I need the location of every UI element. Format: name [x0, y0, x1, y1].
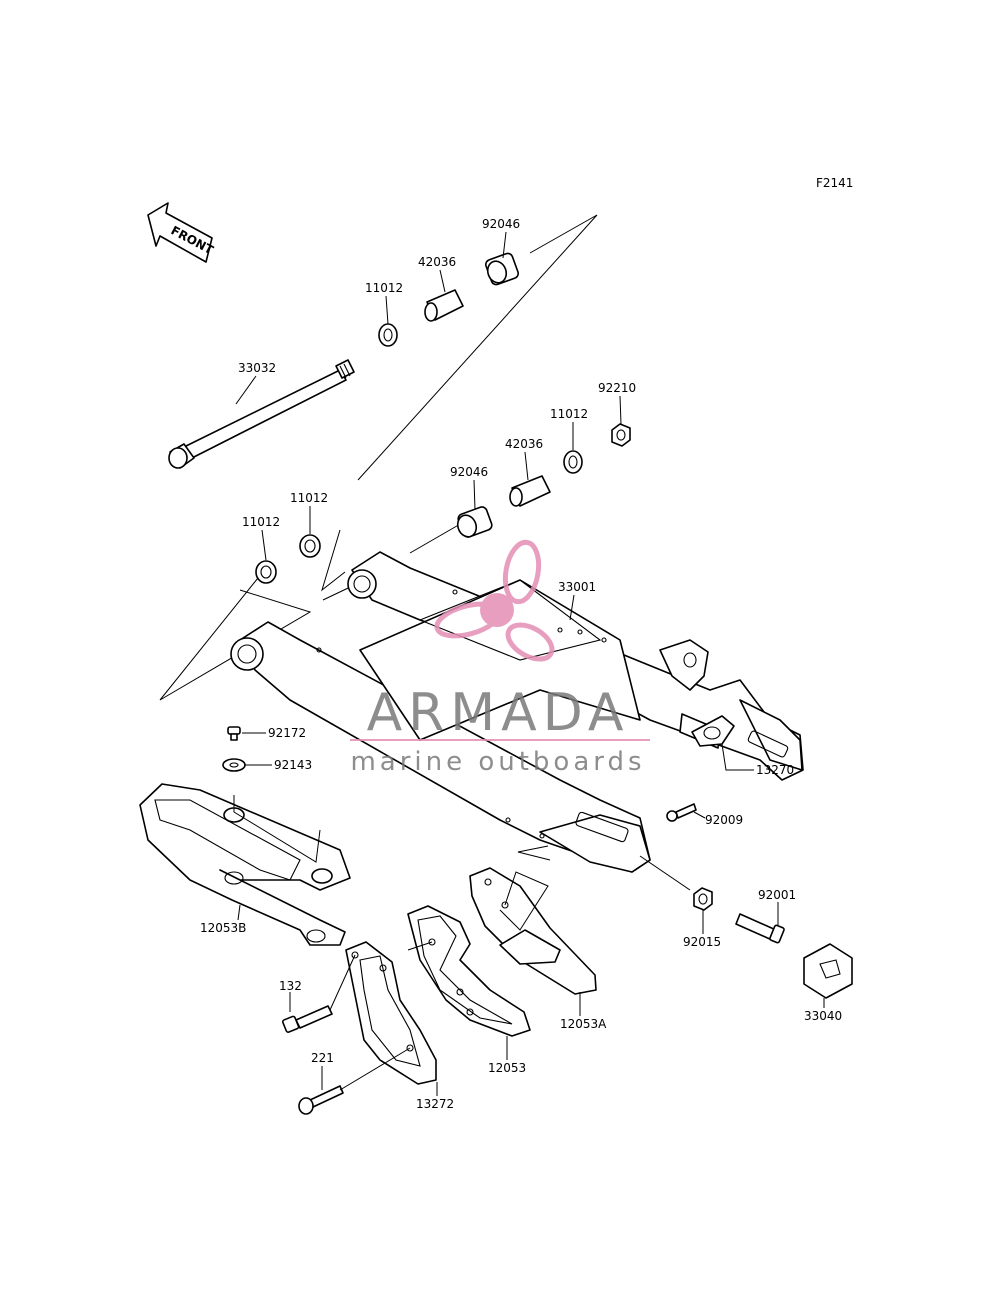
collar-92046-top[interactable] [484, 252, 519, 286]
armada-watermark: ARMADA marine outboards [350, 539, 650, 777]
callout-221[interactable]: 221 [311, 1051, 334, 1065]
seal-11012-mid[interactable] [563, 450, 583, 474]
front-arrow-icon: FRONT [147, 202, 216, 263]
callout-42036-mid[interactable]: 42036 [505, 437, 543, 451]
bolt-132[interactable] [281, 1005, 333, 1033]
callout-11012-left-lower[interactable]: 11012 [242, 515, 280, 529]
seal-11012-top[interactable] [378, 323, 398, 347]
part-callouts: 92046 42036 11012 33032 92210 11012 4203… [200, 217, 842, 1111]
collar-92046-mid[interactable] [455, 506, 493, 540]
nut-92015[interactable] [693, 887, 713, 911]
sleeve-42036-mid[interactable] [509, 475, 551, 507]
callout-13270[interactable]: 13270 [756, 763, 794, 777]
callout-92001[interactable]: 92001 [758, 888, 796, 902]
callout-92015[interactable]: 92015 [683, 935, 721, 949]
bolt-221[interactable] [298, 1085, 344, 1115]
callout-12053A[interactable]: 12053A [560, 1017, 607, 1031]
chain-adjuster-13270[interactable] [691, 715, 735, 747]
bolt-92001[interactable] [735, 913, 785, 944]
callout-11012-top[interactable]: 11012 [365, 281, 403, 295]
block-33040[interactable] [803, 943, 853, 999]
chain-guide-12053A[interactable] [469, 867, 597, 995]
callout-12053[interactable]: 12053 [488, 1061, 526, 1075]
chain-slider-12053B[interactable] [139, 783, 351, 946]
bolt-92009[interactable] [666, 803, 697, 822]
nut-92210[interactable] [611, 423, 631, 447]
figure-code: F2141 [816, 176, 853, 190]
leader-lines [233, 231, 825, 1096]
watermark-brand: ARMADA [367, 683, 630, 743]
screw-92172[interactable] [227, 726, 241, 741]
pivot-shaft-33032[interactable] [168, 359, 355, 469]
callout-92046-mid[interactable]: 92046 [450, 465, 488, 479]
seal-11012-left-lower[interactable] [255, 560, 277, 584]
callout-132[interactable]: 132 [279, 979, 302, 993]
watermark-tagline: marine outboards [350, 747, 645, 777]
callout-33032[interactable]: 33032 [238, 361, 276, 375]
callout-12053B[interactable]: 12053B [200, 921, 246, 935]
callout-13272[interactable]: 13272 [416, 1097, 454, 1111]
seal-11012-left-upper[interactable] [299, 534, 321, 558]
propeller-logo-icon [434, 539, 555, 662]
callout-11012-left-upper[interactable]: 11012 [290, 491, 328, 505]
callout-33040[interactable]: 33040 [804, 1009, 842, 1023]
callout-42036-top[interactable]: 42036 [418, 255, 456, 269]
callout-92172[interactable]: 92172 [268, 726, 306, 740]
callout-92046-top[interactable]: 92046 [482, 217, 520, 231]
chain-guide-12053[interactable] [407, 905, 531, 1037]
callout-33001[interactable]: 33001 [558, 580, 596, 594]
callout-11012-mid[interactable]: 11012 [550, 407, 588, 421]
guide-plate-13272[interactable] [345, 941, 437, 1085]
sleeve-42036-top[interactable] [424, 289, 464, 322]
callout-92009[interactable]: 92009 [705, 813, 743, 827]
washer-92143[interactable] [222, 758, 246, 772]
callout-92143[interactable]: 92143 [274, 758, 312, 772]
callout-92210[interactable]: 92210 [598, 381, 636, 395]
